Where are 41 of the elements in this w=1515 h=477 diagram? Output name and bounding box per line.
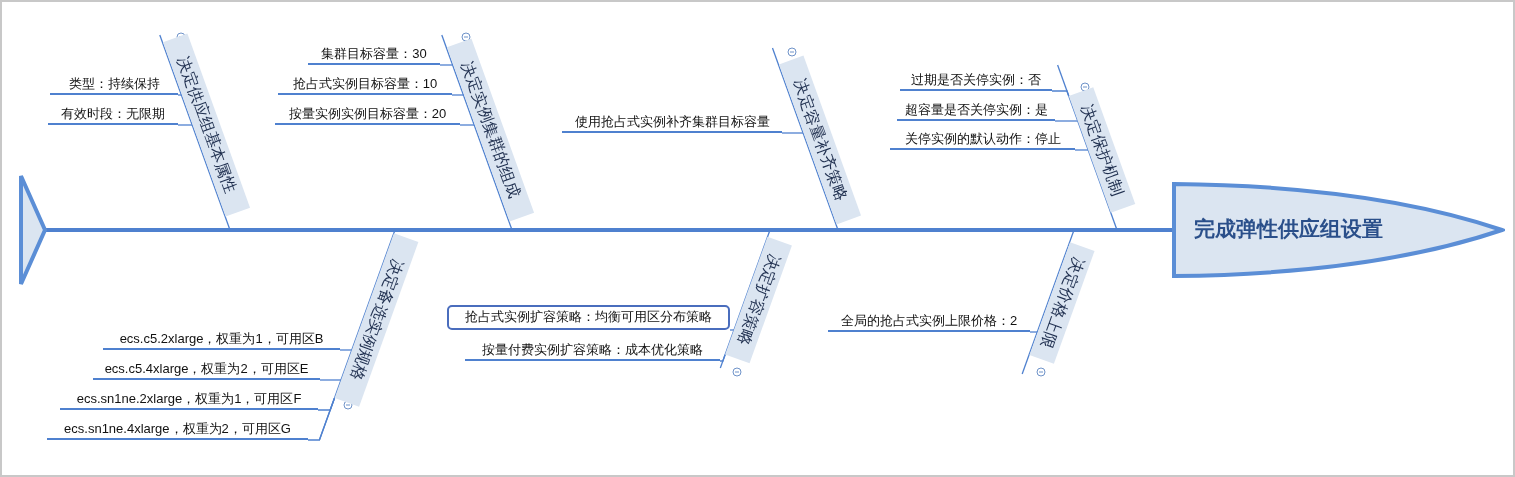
category-label: 决定实例集群的组成 bbox=[446, 38, 534, 222]
category-label: 决定扩容策略 bbox=[725, 236, 793, 364]
cause-item: 类型：持续保持 bbox=[50, 74, 178, 95]
category-label: 决定容量补齐策略 bbox=[778, 55, 861, 225]
cause-item: 按量付费实例扩容策略：成本优化策略 bbox=[465, 340, 720, 361]
connector-line bbox=[1051, 90, 1070, 97]
connector-line bbox=[459, 124, 475, 126]
cause-item: 全局的抢占式实例上限价格：2 bbox=[828, 311, 1030, 332]
connector-line bbox=[177, 124, 193, 126]
connector-line bbox=[439, 64, 454, 66]
selected-cause-item: 抢占式实例扩容策略：均衡可用区分布策略 bbox=[447, 305, 730, 330]
category-label: 决定保护机制 bbox=[1068, 87, 1136, 213]
connector-line bbox=[1074, 149, 1089, 151]
spine-line bbox=[45, 228, 1172, 232]
bone-line bbox=[222, 211, 231, 231]
cause-item: 使用抢占式实例补齐集群目标容量 bbox=[562, 112, 782, 133]
cause-item: ecs.c5.4xlarge，权重为2，可用区E bbox=[93, 359, 320, 380]
category-label: 决定备选实例规格 bbox=[334, 233, 419, 407]
connector-line bbox=[729, 329, 735, 331]
connector-line bbox=[719, 354, 726, 362]
connector-line bbox=[177, 94, 183, 96]
cause-item: 有效时段：无限期 bbox=[48, 104, 178, 125]
fish-tail bbox=[18, 173, 48, 287]
cause-item: 关停实例的默认动作：停止 bbox=[890, 129, 1075, 150]
cause-item: 集群目标容量：30 bbox=[308, 44, 440, 65]
connector-line bbox=[307, 397, 336, 441]
connector-line bbox=[451, 94, 465, 96]
cause-item: 过期是否关停实例：否 bbox=[900, 70, 1052, 91]
category-label: 决定价格上限 bbox=[1029, 242, 1095, 364]
cause-item: 超容量是否关停实例：是 bbox=[897, 100, 1055, 121]
cause-item: ecs.sn1ne.2xlarge，权重为1，可用区F bbox=[60, 389, 318, 410]
connector-line bbox=[319, 379, 342, 381]
cause-item: ecs.c5.2xlarge，权重为1，可用区B bbox=[103, 329, 340, 350]
connector-line bbox=[1029, 331, 1038, 333]
cause-item: 按量实例实例目标容量：20 bbox=[275, 104, 460, 125]
connector-line bbox=[339, 349, 353, 351]
fish-head: 完成弹性供应组设置 bbox=[1172, 182, 1505, 278]
cause-item: 抢占式实例目标容量：10 bbox=[278, 74, 452, 95]
connector-line bbox=[781, 132, 804, 134]
connector-line bbox=[1054, 120, 1079, 122]
cause-item: ecs.sn1ne.4xlarge，权重为2，可用区G bbox=[47, 419, 308, 440]
